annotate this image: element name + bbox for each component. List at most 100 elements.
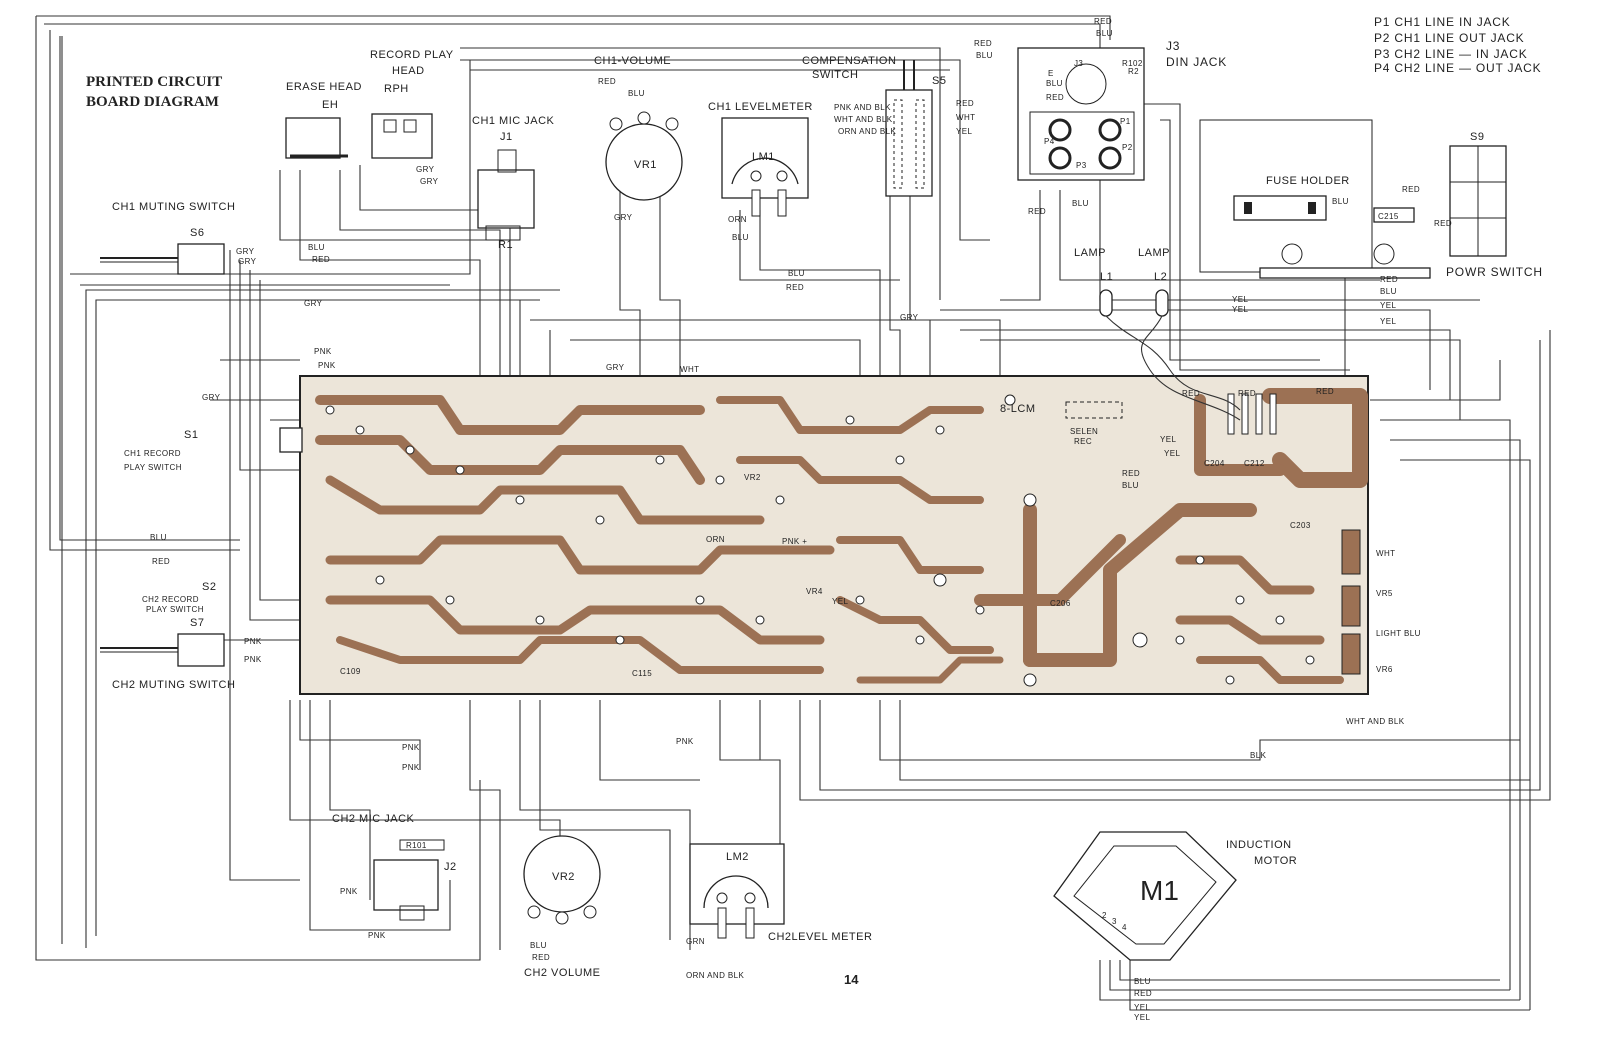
title-block: PRINTED CIRCUIT BOARD DIAGRAM xyxy=(86,74,222,110)
wire-label-pnk: PNK xyxy=(676,737,694,746)
wire-label-red: RED xyxy=(974,39,992,48)
power-switch-code: S9 xyxy=(1470,131,1484,143)
wire-label-gry: GRY xyxy=(304,299,323,308)
wire-label-red: RED xyxy=(1028,207,1046,216)
ch1-levelmeter-code: LM1 xyxy=(752,151,775,163)
wire-label-yel: YEL xyxy=(1164,449,1180,458)
wire-label-yel: YEL xyxy=(1232,295,1248,304)
compensation-switch-code: S5 xyxy=(932,75,946,87)
pcb-vent-slots xyxy=(1227,393,1277,435)
pcb-pads xyxy=(325,394,1315,687)
record-play-head-code: RPH xyxy=(384,83,409,95)
lamp-l1-code: L1 xyxy=(1100,271,1113,283)
din-jack-p3: P3 xyxy=(1076,161,1087,170)
wire-label-blk: BLK xyxy=(1250,751,1267,760)
induction-motor-label1: INDUCTION xyxy=(1226,839,1292,851)
ch2-mic-jack-resistor: R101 xyxy=(406,841,427,850)
wire-label-red: RED xyxy=(532,953,550,962)
wire-label-blu: BLU xyxy=(1096,29,1113,38)
ch2-muting-switch-code: S7 xyxy=(190,617,204,629)
diagram-title-line1: PRINTED CIRCUIT xyxy=(86,74,222,90)
ch1-volume-label: CH1-VOLUME xyxy=(594,55,671,67)
wire-label-gry: GRY xyxy=(614,213,633,222)
wire-label-blu: BLU xyxy=(1380,287,1397,296)
ch1-record-play-switch xyxy=(279,427,303,453)
ch1-muting-switch-code: S6 xyxy=(190,227,204,239)
pcb-label-8lcm: 8-LCM xyxy=(1000,403,1036,415)
wire-label-blu: BLU xyxy=(976,51,993,60)
pcb-label-c203: C203 xyxy=(1290,521,1311,530)
wire-label-blu: BLU xyxy=(788,269,805,278)
legend-p3: P3 CH2 LINE — IN JACK xyxy=(1374,47,1528,61)
din-jack-r102: R102 xyxy=(1122,59,1143,68)
page-number: 14 xyxy=(844,972,859,987)
ch1-mic-jack-code: J1 xyxy=(500,131,513,143)
ch2-level-meter-label: CH2LEVEL METER xyxy=(768,931,872,943)
wire-label-orn: ORN xyxy=(706,535,725,544)
ch1-mic-jack-label: CH1 MIC JACK xyxy=(472,115,555,127)
power-switch-label: POWR SWITCH xyxy=(1446,265,1543,279)
ch2-volume-pot xyxy=(523,835,601,925)
ch1-record-play-switch-label2: PLAY SWITCH xyxy=(124,463,182,472)
wire-label-gry: GRY xyxy=(900,313,919,322)
wire-color-labels: RED BLU RED BLU RED BLU GRY GRY GRY ORN … xyxy=(150,17,1452,1022)
wire-label-gry: GRY xyxy=(420,177,439,186)
din-jack-label: DIN JACK xyxy=(1166,55,1227,69)
wire-label-yel: YEL xyxy=(956,127,972,136)
din-jack-p2: P2 xyxy=(1122,143,1133,152)
ch2-record-play-switch-label1: CH2 RECORD xyxy=(142,595,199,604)
wire-label-blu: BLU xyxy=(1072,199,1089,208)
ch2-volume-code: VR2 xyxy=(552,871,575,883)
c215-label: C215 xyxy=(1378,212,1399,221)
pcb-label-c115: C115 xyxy=(632,669,652,678)
fuse-holder-label: FUSE HOLDER xyxy=(1266,175,1350,187)
pcb-label-vr5: VR5 xyxy=(1376,589,1393,598)
pcb-label-c212: C212 xyxy=(1244,459,1265,468)
wire-label-pnk: PNK xyxy=(368,931,386,940)
ch1-volume-code: VR1 xyxy=(634,159,657,171)
wire-label-pnk-and-blk: PNK AND BLK xyxy=(834,103,891,112)
wire-label-red: RED xyxy=(312,255,330,264)
wire-label-pnk: PNK xyxy=(314,347,332,356)
pcb-label-vr4: VR4 xyxy=(806,587,823,596)
wire-label-wht-and-blk: WHT AND BLK xyxy=(834,115,893,124)
ch1-record-play-switch-code: S1 xyxy=(184,429,198,441)
capacitor-c215 xyxy=(1373,207,1415,223)
wire-label-pnk: PNK xyxy=(244,637,262,646)
record-play-head-label2: HEAD xyxy=(392,65,425,77)
din-jack-inner-code: J3 xyxy=(1074,59,1083,68)
wire-label-orn: ORN xyxy=(728,215,747,224)
legend-p1: P1 CH1 LINE IN JACK xyxy=(1374,15,1511,29)
wire-label-blu: BLU xyxy=(150,533,167,542)
legend-p2: P2 CH1 LINE OUT JACK xyxy=(1374,31,1524,45)
motor-terminal-3: 3 xyxy=(1112,917,1117,926)
wire-label-wht-and-blk: WHT AND BLK xyxy=(1346,717,1405,726)
pcb-board xyxy=(299,375,1369,695)
wire-label-pnk: PNK xyxy=(244,655,262,664)
wire-label-red: RED xyxy=(1046,93,1064,102)
pcb-label-selen: SELEN xyxy=(1070,427,1098,436)
record-play-head-label1: RECORD PLAY xyxy=(370,49,454,61)
wire-label-red: RED xyxy=(1182,389,1200,398)
legend-p4: P4 CH2 LINE — OUT JACK xyxy=(1374,61,1541,75)
wire-label-red: RED xyxy=(786,283,804,292)
wire-label-red: RED xyxy=(1316,387,1334,396)
wire-label-gry: GRY xyxy=(238,257,257,266)
wire-label-gry: GRY xyxy=(236,247,255,256)
wire-label-blu: BLU xyxy=(628,89,645,98)
wire-label-wht: WHT xyxy=(1376,549,1395,558)
erase-head-label: ERASE HEAD xyxy=(286,81,362,93)
wire-label-blu: BLU xyxy=(1134,977,1151,986)
pcb-label-selen-rec: REC xyxy=(1074,437,1092,446)
ch1-muting-switch-label: CH1 MUTING SWITCH xyxy=(112,201,235,213)
lamp-l1-label: LAMP xyxy=(1074,247,1106,259)
wire-label-red: RED xyxy=(1380,275,1398,284)
lamp-l2 xyxy=(1155,289,1169,317)
wire-label-pnk: PNK xyxy=(402,763,420,772)
pcb-label-vr2: VR2 xyxy=(744,473,761,482)
ch1-level-meter xyxy=(721,117,809,217)
wire-label-wht: WHT xyxy=(956,113,975,122)
ch2-mic-jack xyxy=(373,839,445,921)
wire-label-yel: YEL xyxy=(1134,1003,1150,1012)
